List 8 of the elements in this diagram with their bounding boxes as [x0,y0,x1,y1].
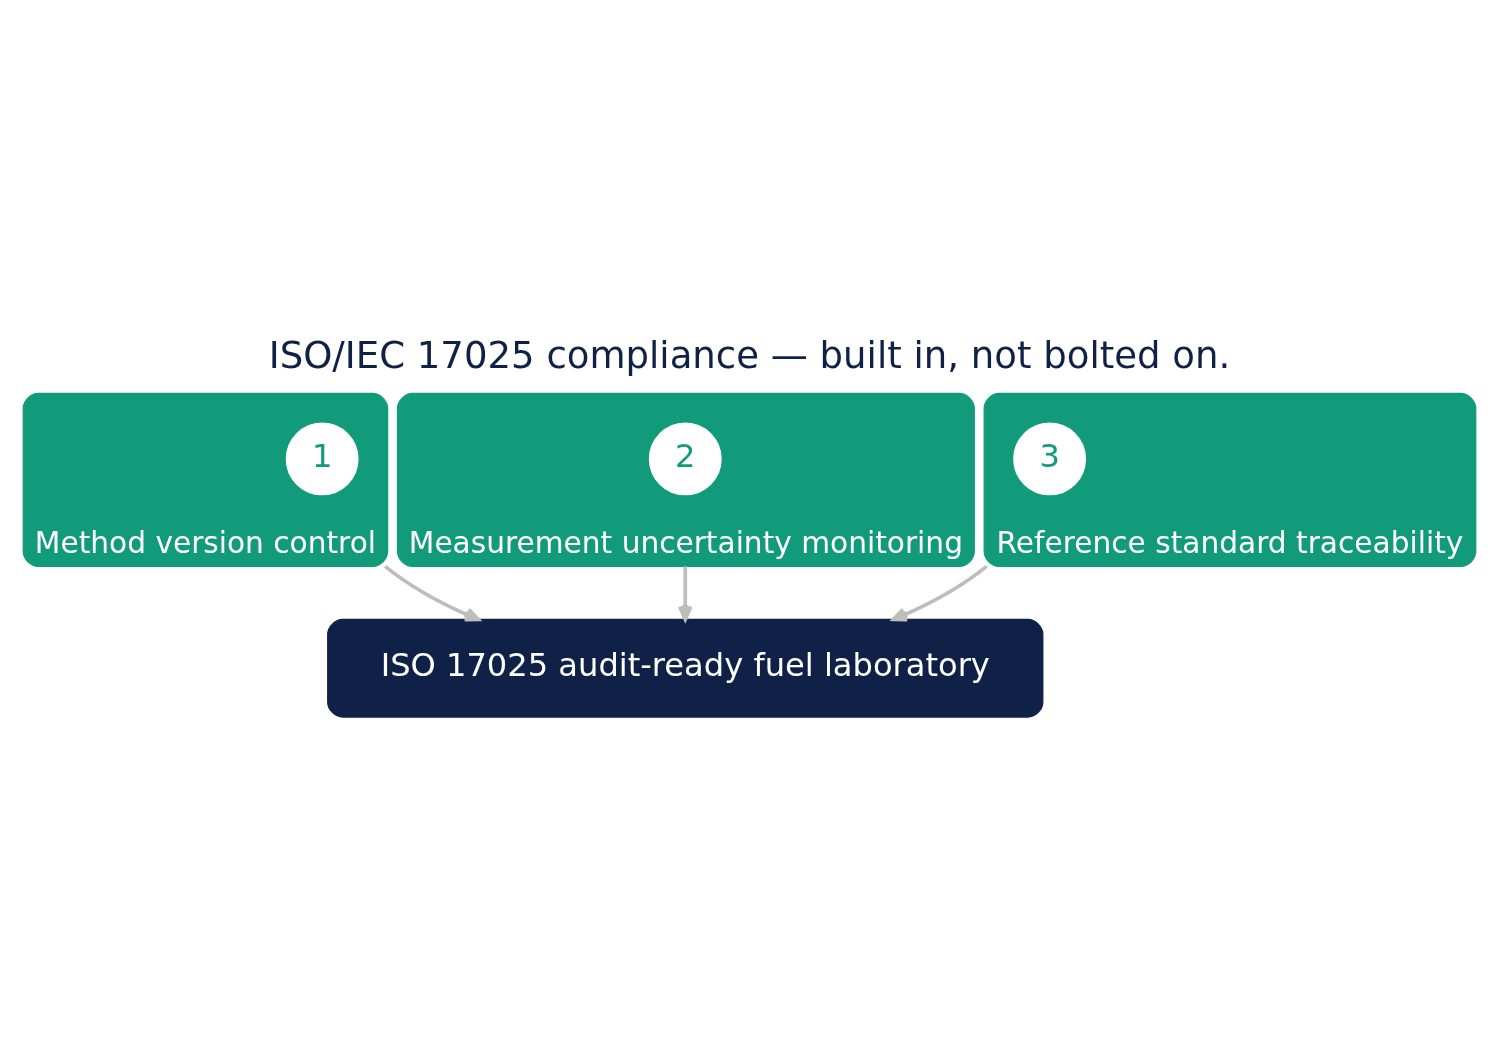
arrow [677,565,693,621]
node-circle: 3 [1013,422,1087,495]
diagram-title: ISO/IEC 17025 compliance — built in, not bolted on. [268,333,1231,377]
arrow [384,564,481,622]
node-circle: 2 [648,422,722,495]
arrow [891,564,988,622]
node-circle: 1 [285,422,359,495]
node-box: ISO 17025 audit-ready fuel laboratory [327,618,1044,718]
